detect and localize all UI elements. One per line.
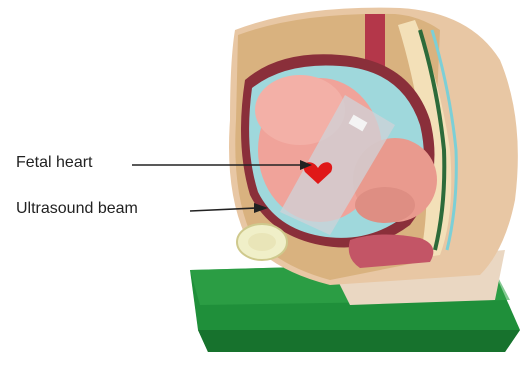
ultrasound-beam-label: Ultrasound beam <box>16 200 138 218</box>
fetal-heart-label: Fetal heart <box>16 154 92 172</box>
